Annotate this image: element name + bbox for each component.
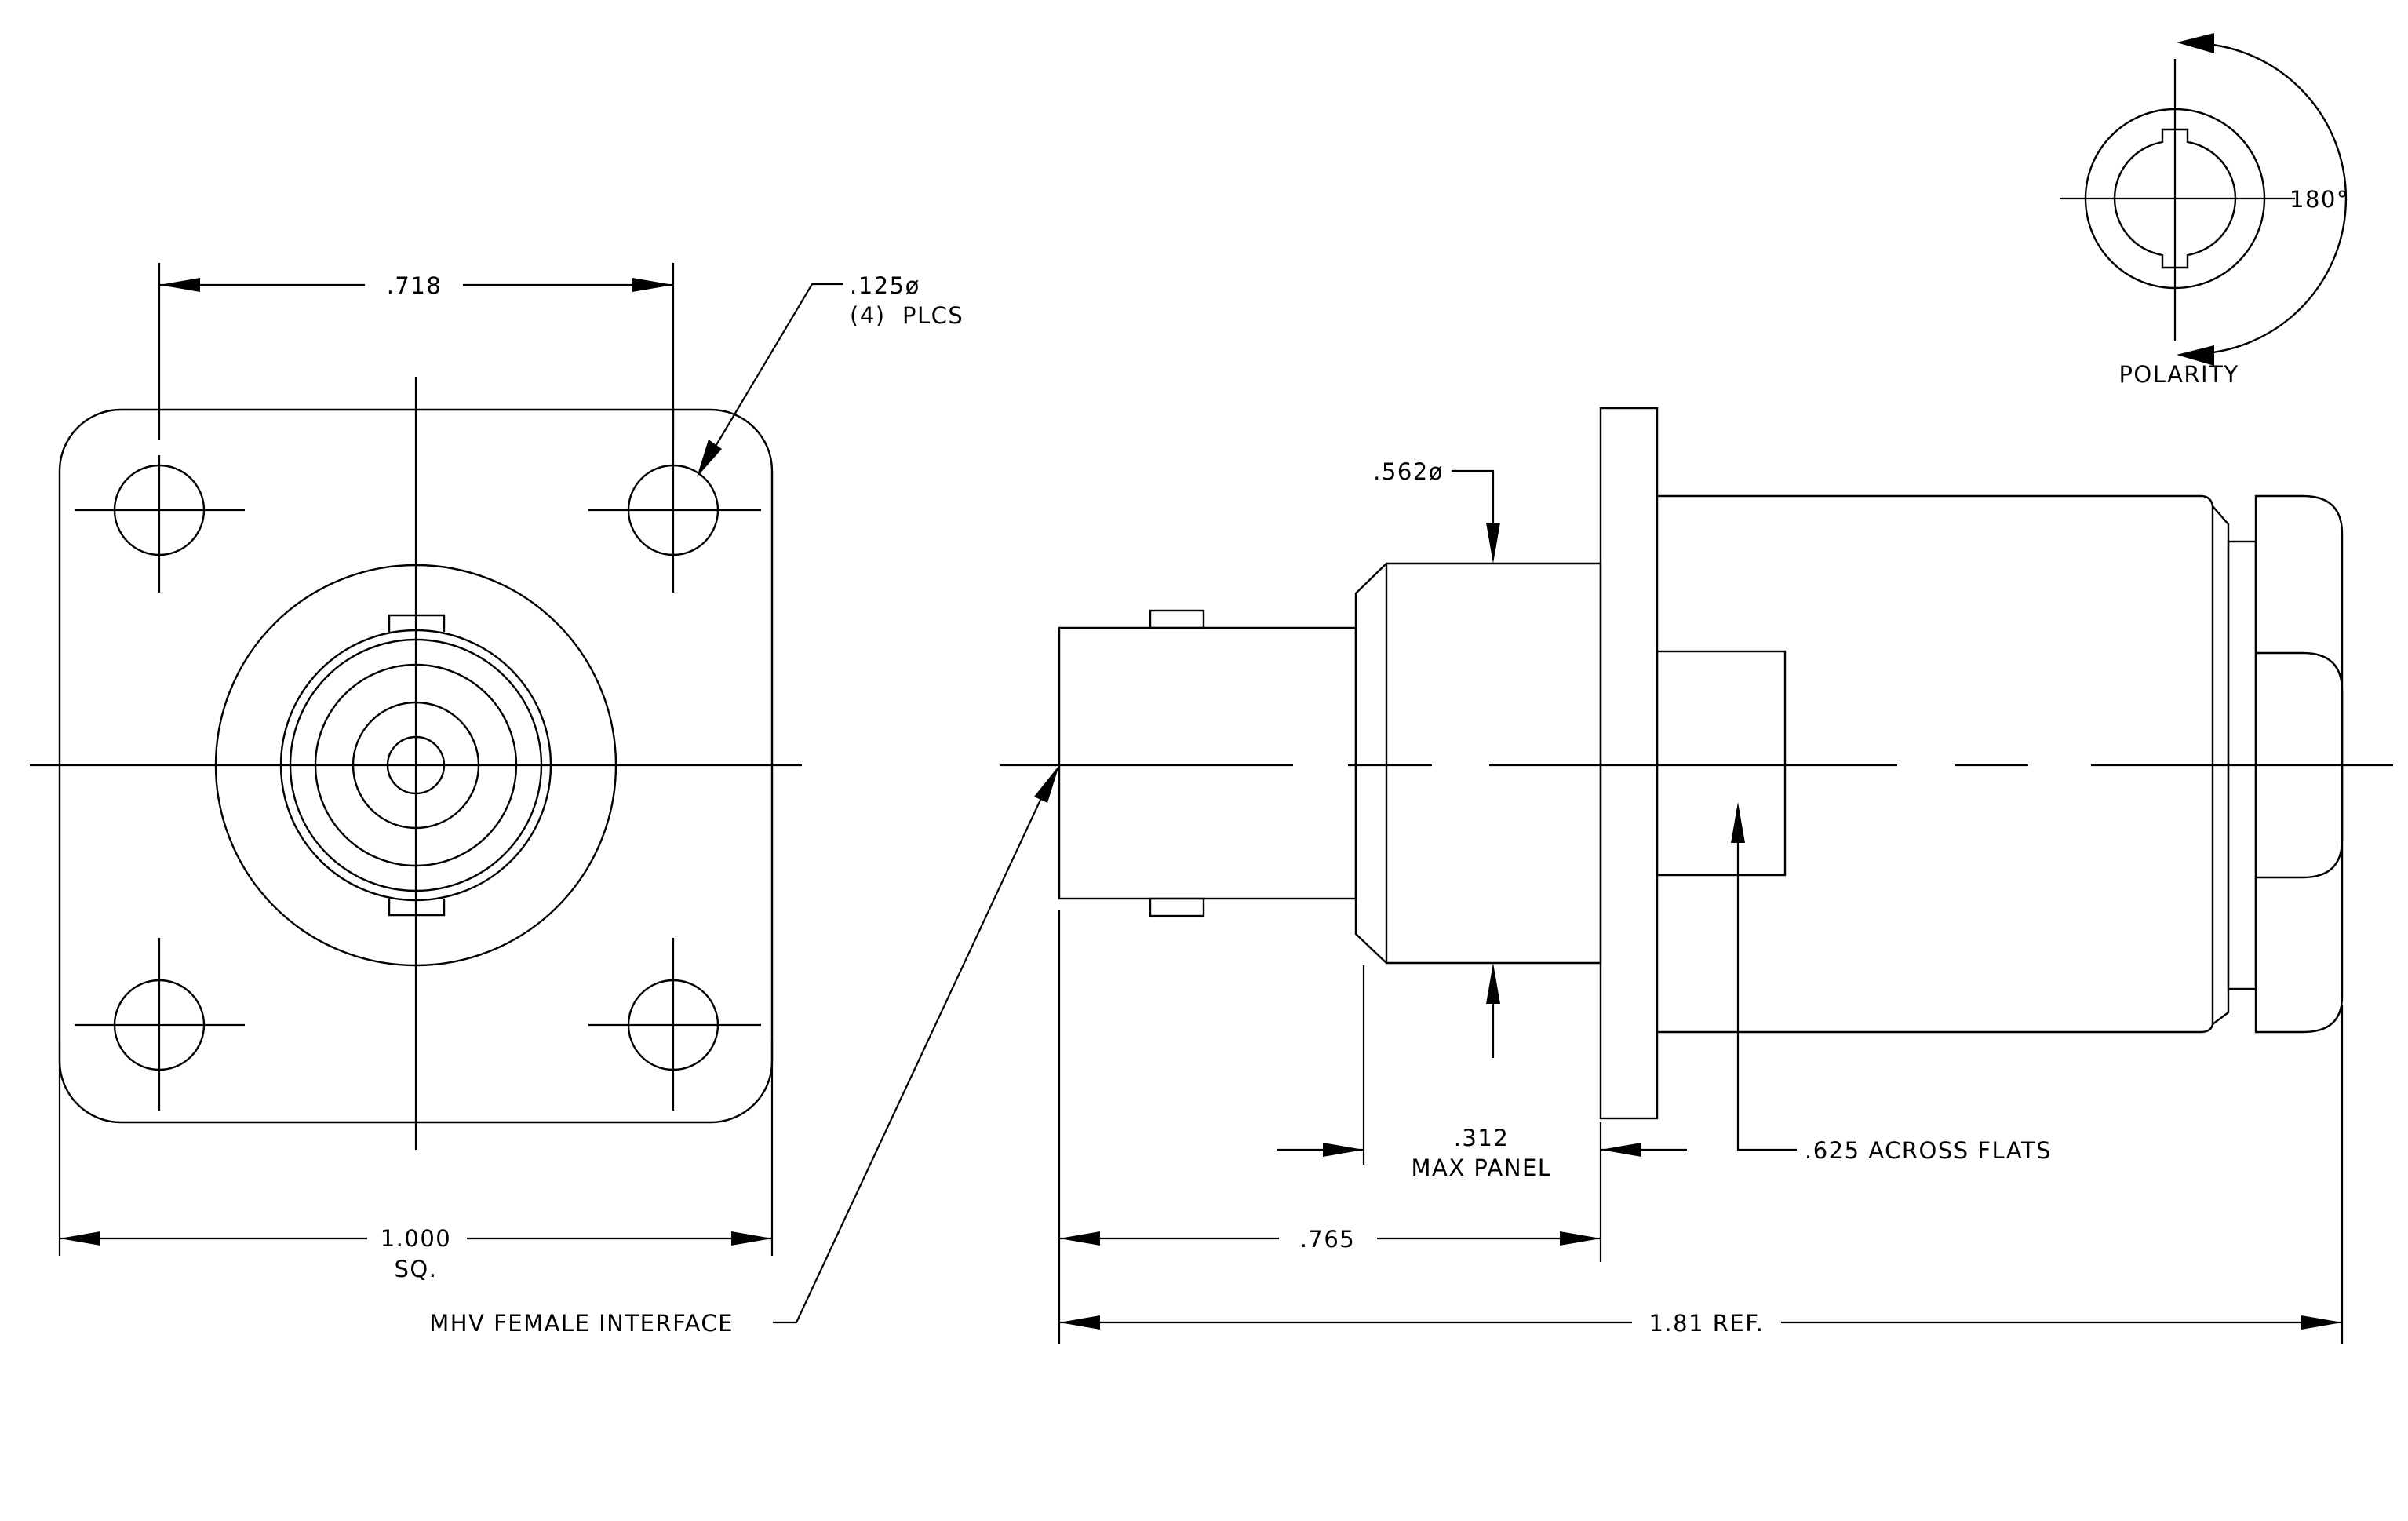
width-sq-label: SQ. [395, 1256, 438, 1282]
overall-length-label: 1.81 REF. [1648, 1310, 1764, 1337]
polarity-outer-circle [2084, 108, 2266, 290]
front-view: .718 .125ø (4) PLCS 1.000 SQ. [30, 263, 964, 1282]
polarity-angle-label: 180° [2290, 186, 2349, 213]
polarity-keyed-circle [2113, 128, 2237, 269]
overall-length-dimension [1059, 1005, 2344, 1344]
interface-tube [1058, 626, 1357, 900]
hole-count-label: (4) PLCS [850, 302, 964, 329]
hex-flats [1656, 650, 1787, 877]
panel-dimension [1277, 965, 1687, 1165]
panel-thickness-label: .312 [1454, 1125, 1510, 1151]
hole-callout-leader [697, 283, 843, 477]
interface-label: MHV FEMALE INTERFACE [429, 1310, 734, 1337]
side-view: .562ø .312 MAX PANEL .625 ACROSS FLATS .… [1000, 407, 2393, 1344]
panel-flange [1599, 407, 1659, 1120]
body-diameter-dimension [1452, 469, 1500, 1058]
hole-spacing-dimension [158, 263, 675, 440]
rear-nut-face [2256, 651, 2344, 879]
side-bayonet-stud-top [1149, 609, 1205, 629]
max-panel-label: MAX PANEL [1411, 1154, 1551, 1181]
rear-nut [2254, 494, 2344, 1034]
flange-length-dimension [1058, 910, 1602, 1344]
width-dimension [58, 1040, 774, 1256]
side-bayonet-stud-bottom [1149, 897, 1205, 917]
rear-shell [1657, 494, 2230, 1034]
polarity-detail [2060, 33, 2348, 366]
connector-body [1354, 562, 1602, 965]
polarity-title: POLARITY [2118, 361, 2239, 388]
width-label: 1.000 [381, 1225, 452, 1252]
interface-leader [773, 765, 1059, 1324]
body-diameter-label: .562ø [1373, 458, 1444, 485]
flange-length-label: .765 [1300, 1226, 1356, 1253]
across-flats-label: .625 ACROSS FLATS [1805, 1137, 2052, 1164]
hole-center-marks [75, 410, 761, 1111]
polarity-rotation-arc [2190, 42, 2348, 356]
hole-spacing-label: .718 [387, 272, 443, 299]
hole-diameter-label: .125ø [850, 272, 920, 299]
across-flats-leader [1731, 802, 1797, 1151]
